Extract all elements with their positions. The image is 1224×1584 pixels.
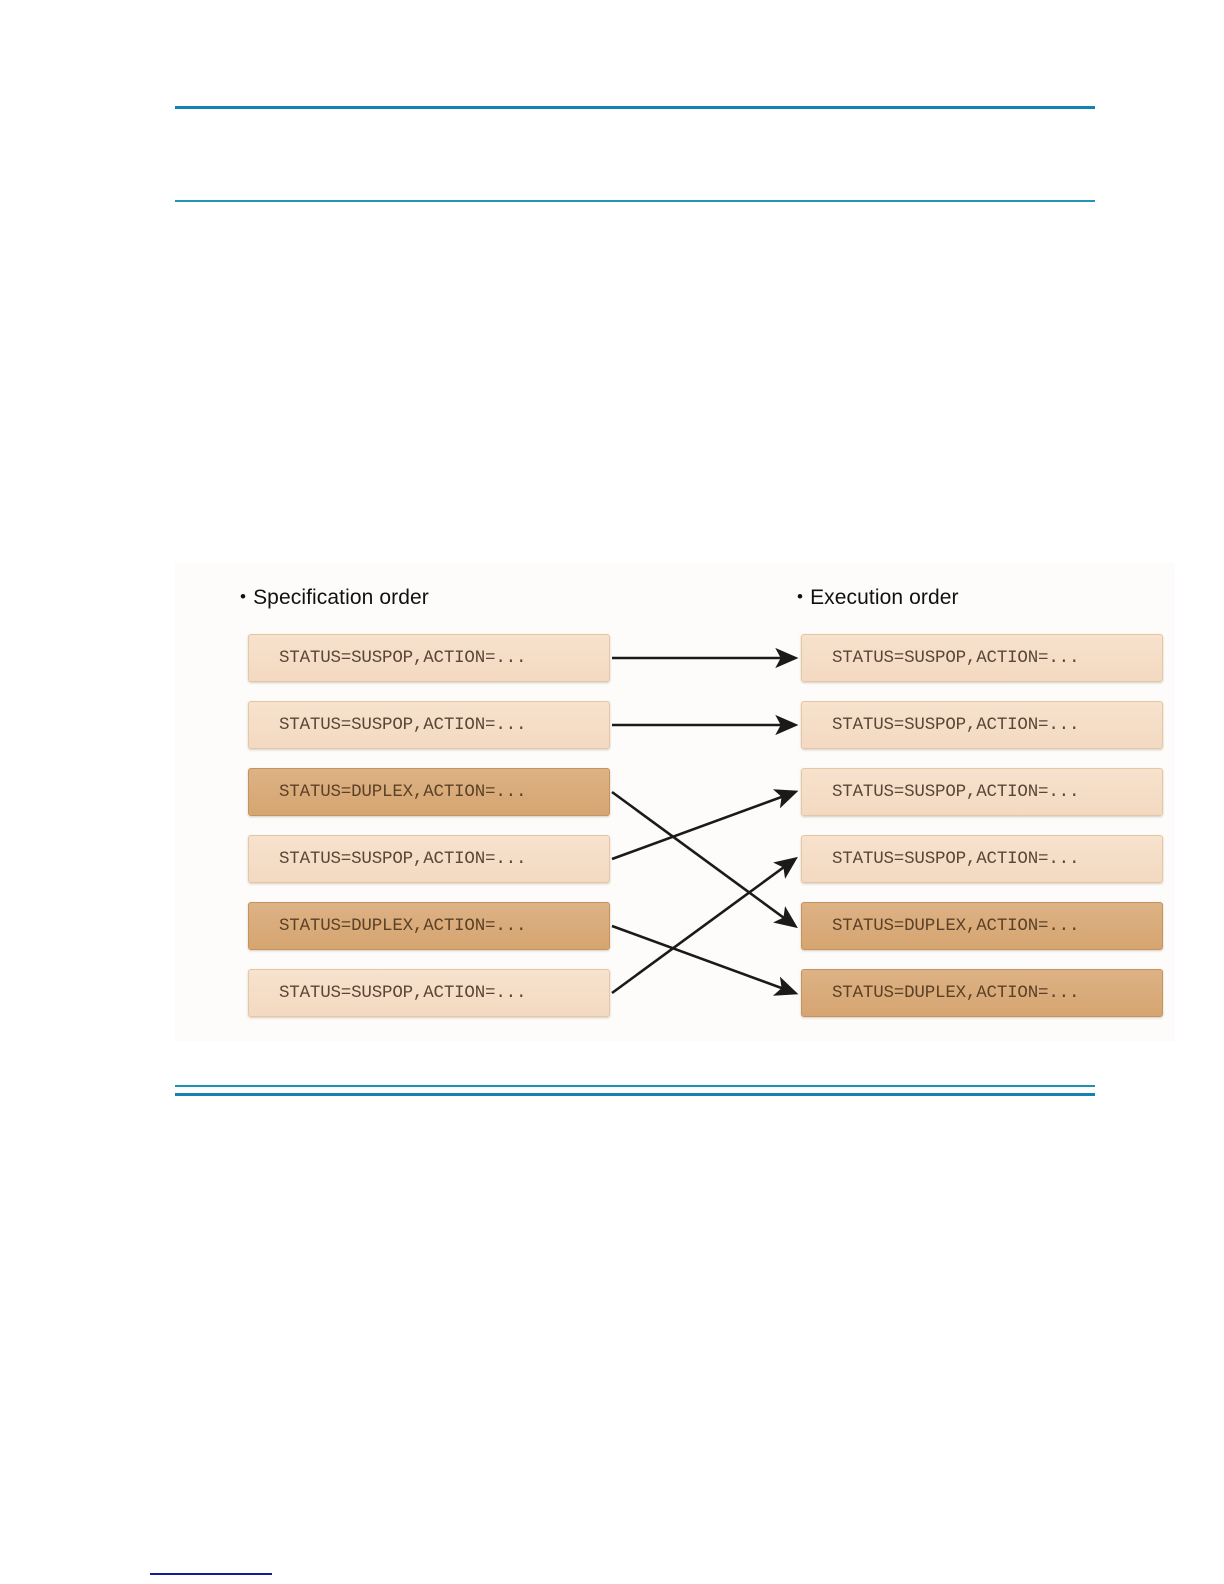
exec-row-3: STATUS=SUSPOP,ACTION=... (801, 768, 1163, 816)
spec-row-2-text: STATUS=SUSPOP,ACTION=... (279, 715, 527, 735)
footnote-separator (150, 1573, 272, 1575)
spec-row-6-text: STATUS=SUSPOP,ACTION=... (279, 983, 527, 1003)
execution-order-heading-label: Execution order (810, 586, 959, 609)
spec-row-5-text: STATUS=DUPLEX,ACTION=... (279, 916, 527, 936)
exec-row-5: STATUS=DUPLEX,ACTION=... (801, 902, 1163, 950)
spec-row-5: STATUS=DUPLEX,ACTION=... (248, 902, 610, 950)
specification-order-heading-label: Specification order (253, 586, 429, 609)
header-rule-thin (175, 200, 1095, 202)
spec-row-1: STATUS=SUSPOP,ACTION=... (248, 634, 610, 682)
spec-row-1-text: STATUS=SUSPOP,ACTION=... (279, 648, 527, 668)
arrow-spec3-to-exec5 (611, 790, 798, 929)
exec-row-4: STATUS=SUSPOP,ACTION=... (801, 835, 1163, 883)
exec-row-4-text: STATUS=SUSPOP,ACTION=... (832, 849, 1080, 869)
exec-row-3-text: STATUS=SUSPOP,ACTION=... (832, 782, 1080, 802)
exec-row-1-text: STATUS=SUSPOP,ACTION=... (832, 648, 1080, 668)
specification-order-heading: • Specification order (240, 586, 429, 610)
spec-row-4: STATUS=SUSPOP,ACTION=... (248, 835, 610, 883)
bullet-icon: • (240, 587, 247, 606)
order-comparison-figure: • Specification order • Execution order ST… (175, 563, 1175, 1041)
exec-row-2-text: STATUS=SUSPOP,ACTION=... (832, 715, 1080, 735)
spec-row-6: STATUS=SUSPOP,ACTION=... (248, 969, 610, 1017)
bullet-icon: • (797, 587, 804, 606)
execution-order-heading: • Execution order (797, 586, 959, 610)
spec-row-3-text: STATUS=DUPLEX,ACTION=... (279, 782, 527, 802)
spec-row-4-text: STATUS=SUSPOP,ACTION=... (279, 849, 527, 869)
arrow-spec5-to-exec6 (611, 924, 799, 996)
exec-row-1: STATUS=SUSPOP,ACTION=... (801, 634, 1163, 682)
exec-row-5-text: STATUS=DUPLEX,ACTION=... (832, 916, 1080, 936)
footer-rule-thick (175, 1093, 1095, 1096)
spec-row-3: STATUS=DUPLEX,ACTION=... (248, 768, 610, 816)
exec-row-2: STATUS=SUSPOP,ACTION=... (801, 701, 1163, 749)
arrow-spec6-to-exec4 (611, 856, 798, 995)
spec-row-2: STATUS=SUSPOP,ACTION=... (248, 701, 610, 749)
footer-rule-thin (175, 1085, 1095, 1087)
arrow-spec4-to-exec3 (611, 789, 799, 861)
header-rule-thick (175, 106, 1095, 109)
exec-row-6-text: STATUS=DUPLEX,ACTION=... (832, 983, 1080, 1003)
exec-row-6: STATUS=DUPLEX,ACTION=... (801, 969, 1163, 1017)
